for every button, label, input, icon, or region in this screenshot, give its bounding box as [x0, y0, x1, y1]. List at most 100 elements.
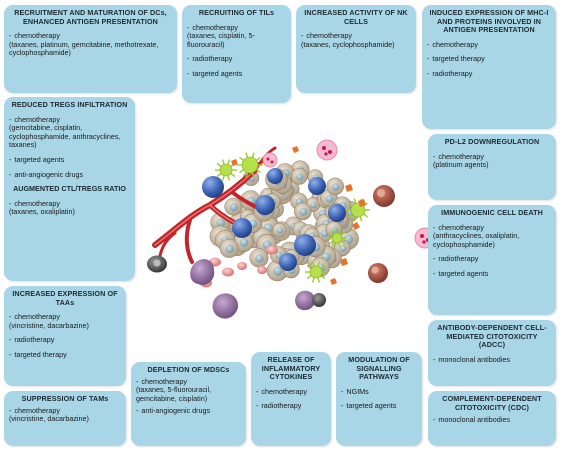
tumor-cell-nucleus	[225, 244, 234, 253]
tumor-cell-nucleus	[299, 208, 308, 216]
treatment-detail: (vincristine, dacarbazine)	[9, 320, 89, 330]
box-title: PD-L2 DOWNREGULATION	[444, 137, 540, 146]
treatment-name: chemotherapy	[261, 386, 307, 396]
box-tams-suppression: SUPPRESSION OF TAMs -chemotherapy (vincr…	[4, 391, 126, 446]
treatment-item: -chemotherapy (platinum agents)	[433, 151, 551, 170]
bullet-mark: -	[427, 54, 430, 64]
treatment-detail: (taxanes, oxaliplatin)	[9, 207, 75, 217]
treatment-item: -NGIMs	[341, 386, 417, 397]
treatment-detail: (taxanes, cisplatin, 5-fluorouracil)	[187, 31, 255, 49]
treatment-item: -anti-angiogenic drugs	[136, 407, 241, 416]
bullet-mark: -	[9, 349, 12, 359]
treatment-name: NGIMs	[346, 386, 369, 396]
box-title: COMPLEMENT-DEPENDENT CITOTOXICITY (CDC)	[442, 394, 542, 412]
tumor-cell-nucleus	[216, 218, 226, 228]
treatment-name: monoclonal antibodies	[438, 415, 510, 425]
treatment-name: radiotherapy	[14, 335, 55, 345]
box-nk-cells: INCREASED ACTIVITY OF NK CELLS -chemothe…	[296, 5, 416, 93]
treatment-list: -chemotherapy (taxanes, 5-fluorouracil, …	[136, 377, 241, 416]
treatment-item: -targeted agents	[341, 402, 417, 411]
treatment-list: -chemotherapy (anthracyclines, oxaliplat…	[433, 222, 551, 279]
bullet-mark: -	[341, 386, 344, 396]
treatment-list: - chemotherapy (taxanes, cisplatin, 5-flu…	[187, 22, 286, 79]
treatment-name: chemotherapy	[438, 222, 484, 232]
treatment-item: -chemotherapy (vincristine, dacarbazine)	[9, 312, 121, 330]
treatment-item: -chemotherapy (anthracyclines, oxaliplat…	[433, 222, 551, 250]
bullet-mark: -	[187, 54, 190, 64]
bullet-mark: -	[427, 68, 430, 78]
box-inflammatory-cytokines: RELEASE OF INFLAMMATORY CYTOKINES -chemo…	[251, 352, 331, 446]
treatment-name: targeted agents	[438, 268, 489, 278]
box-title: IMMUNOGENIC CELL DEATH	[441, 208, 543, 217]
bullet-mark: -	[256, 401, 259, 411]
treatment-list: -chemotherapy (taxanes, oxaliplatin)	[9, 198, 130, 217]
bullet-mark: -	[9, 114, 12, 124]
treatment-item: -targeted therapy	[427, 55, 551, 64]
treatment-detail: (taxanes, platinum, gemcitabine, methotr…	[9, 39, 159, 58]
treg-cells	[215, 152, 370, 283]
bullet-mark: -	[433, 222, 436, 232]
treatment-list: -chemotherapy (platinum agents)	[433, 151, 551, 170]
bullet-mark: -	[9, 198, 12, 208]
treatment-item: -targeted agents	[433, 268, 551, 279]
treatment-item: -chemotherapy (taxanes, cisplatin, 5-flu…	[187, 22, 286, 50]
treatment-item: -chemotherapy	[256, 386, 326, 397]
treatment-name: chemotherapy	[192, 22, 238, 32]
treatment-item: -chemotherapy (taxanes, oxaliplatin)	[9, 198, 130, 217]
box-title: INCREASED ACTIVITY OF NK CELLS	[304, 8, 408, 26]
tumor-cell-nucleus	[310, 201, 317, 209]
macrophages	[190, 259, 316, 319]
treatment-name: chemotherapy	[14, 405, 60, 415]
treatment-item: -targeted agents	[9, 154, 130, 165]
treatment-list: -monoclonal antibodies	[433, 415, 551, 425]
tumor-cell-nucleus	[229, 203, 238, 212]
bullet-mark: -	[9, 154, 12, 164]
treatment-name: chemotherapy	[306, 31, 352, 41]
tumor-cell-nucleus	[296, 173, 304, 181]
tumor-cell-nucleus	[325, 194, 334, 203]
treatment-name: chemotherapy	[14, 312, 60, 322]
treatment-list: -chemotherapy (vincristine, dacarbazine)	[9, 405, 121, 424]
treatment-detail: (anthracyclines, oxaliplatin, cyclophosp…	[433, 231, 520, 249]
treatment-name: targeted agents	[14, 154, 65, 164]
bullet-mark: -	[136, 406, 139, 416]
bullet-mark: -	[427, 39, 430, 49]
box-title: DEPLETION OF MDSCs	[147, 365, 230, 374]
lymphocytes	[202, 168, 346, 271]
box-subtitle: AUGMENTED CTL/TREGS RATIO	[13, 184, 126, 194]
box-immunogenic-cell-death: IMMUNOGENIC CELL DEATH -chemotherapy (an…	[428, 205, 556, 315]
bullet-mark: -	[187, 68, 190, 78]
treatment-name: radiotherapy	[438, 254, 479, 264]
bullet-mark: -	[433, 268, 436, 278]
treatment-item: -chemotherapy	[427, 39, 551, 50]
bullet-mark: -	[9, 335, 12, 345]
treg-cell	[237, 152, 263, 178]
treatment-detail: (platinum agents)	[433, 160, 489, 170]
treatment-item: -chemotherapy (vincristine, dacarbazine)	[9, 405, 121, 424]
box-reduced-tregs: REDUCED TREGS INFILTRATION -chemotherapy…	[4, 97, 135, 281]
treatment-name: chemotherapy	[432, 39, 478, 49]
bullet-mark: -	[301, 31, 304, 41]
treatment-item: -targeted therapy	[9, 349, 121, 360]
treatment-detail: (taxanes, cyclophosphamide)	[301, 39, 395, 49]
treatment-list: -monoclonal antibodies	[433, 355, 551, 365]
box-title: RECRUITING OF TILs	[198, 8, 275, 17]
bullet-mark: -	[9, 405, 12, 415]
treatment-name: targeted agents	[192, 68, 243, 78]
treatment-list: -chemotherapy -targeted therapy -radioth…	[427, 39, 551, 79]
cytokines	[231, 146, 366, 285]
treatment-list: -chemotherapy (gemcitabine, cisplatin, c…	[9, 114, 130, 180]
treatment-detail: (gemcitabine, cisplatin, cyclophosphamid…	[9, 123, 121, 150]
bullet-mark: -	[9, 169, 12, 179]
treatment-name: radiotherapy	[192, 54, 233, 64]
treatment-detail: (vincristine, dacarbazine)	[9, 414, 89, 424]
treatment-item: -radiotherapy	[433, 255, 551, 264]
treatment-item: -chemotherapy (taxanes, cyclophosphamide…	[301, 31, 411, 49]
treatment-item: -chemotherapy (taxanes, platinum, gemcit…	[9, 31, 172, 58]
treatment-name: chemotherapy	[438, 151, 484, 161]
treatment-item: -targeted agents	[187, 68, 286, 79]
treatment-list: -NGIMs -targeted agents	[341, 386, 417, 411]
box-pdl2-downregulation: PD-L2 DOWNREGULATION -chemotherapy (plat…	[428, 134, 556, 200]
tumor-cell-nucleus	[255, 254, 264, 263]
